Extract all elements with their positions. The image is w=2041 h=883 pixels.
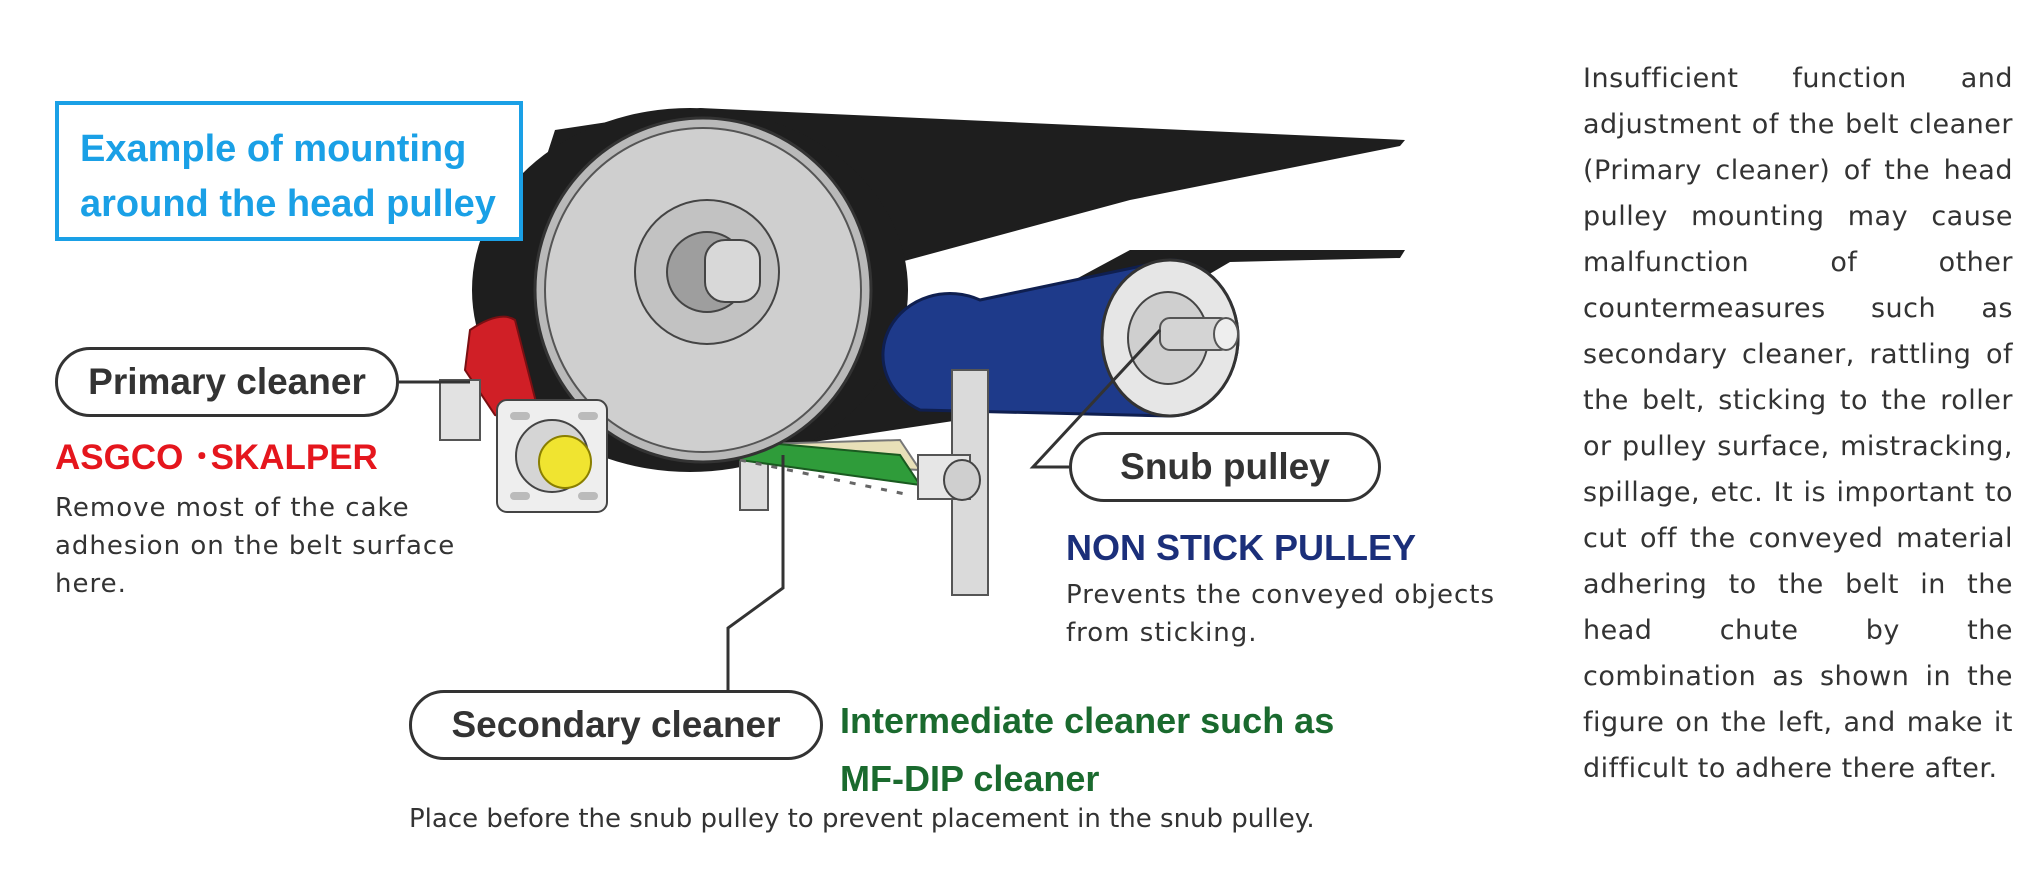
- secondary-leader-line: [726, 455, 785, 690]
- snub-product-name: NON STICK PULLEY: [1066, 527, 1417, 568]
- snub-leader-line: [1029, 328, 1162, 469]
- secondary-product-name: Intermediate cleaner such as MF-DIP clea…: [840, 692, 1334, 808]
- secondary-product-line-1: Intermediate cleaner such as: [840, 700, 1335, 741]
- snub-pulley-label: Snub pulley: [1069, 432, 1381, 502]
- title-line-1: Example of mounting: [80, 128, 467, 170]
- title-line-2: around the head pulley: [80, 183, 496, 225]
- head-pulley-drawing: [533, 116, 873, 464]
- primary-cleaner-label: Primary cleaner: [55, 347, 399, 417]
- primary-product-name: ASGCO ･SKALPER: [55, 438, 378, 477]
- snub-pulley-drawing: [881, 258, 1240, 418]
- snub-description: Prevents the conveyed objects from stick…: [1066, 580, 1496, 648]
- primary-description: Remove most of the cake adhesion on the …: [55, 493, 456, 599]
- bearing-block-drawing: [496, 399, 608, 513]
- secondary-product-line-2: MF-DIP cleaner: [840, 758, 1100, 799]
- secondary-cleaner-label: Secondary cleaner: [409, 690, 823, 760]
- title-box: [55, 101, 523, 241]
- secondary-description: Place before the snub pulley to prevent …: [409, 804, 1315, 834]
- side-explanation: Insufficient function and adjustment of …: [1583, 63, 2013, 784]
- diagram-title: Example of mounting around the head pull…: [80, 122, 520, 232]
